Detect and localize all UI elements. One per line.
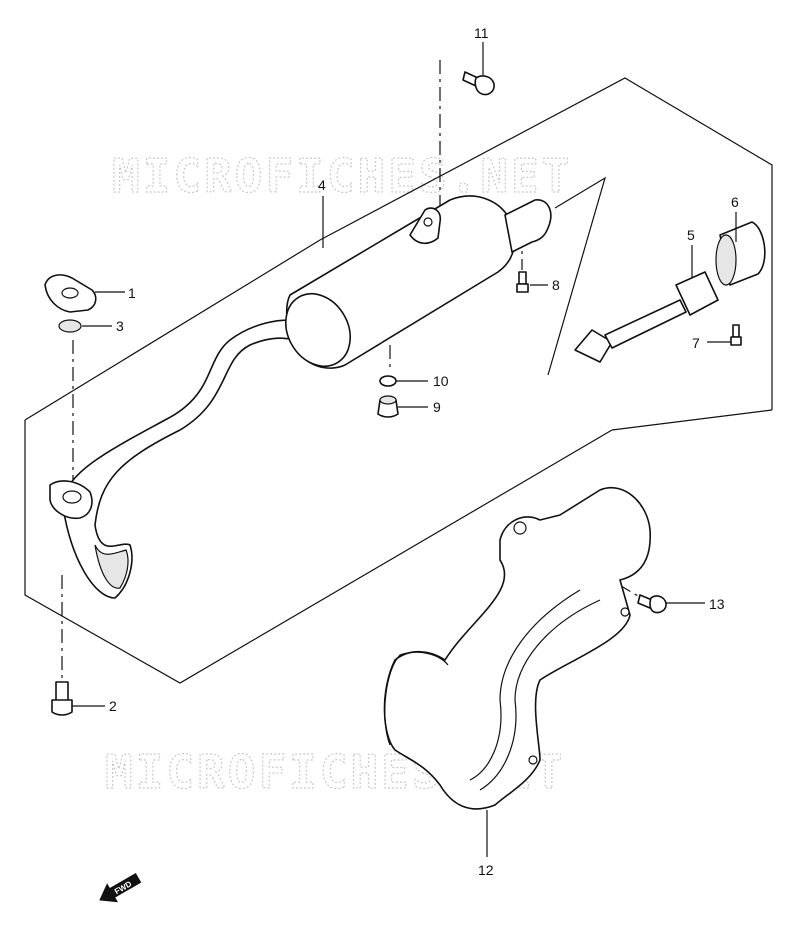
callout-8: 8 <box>552 277 560 293</box>
callout-12: 12 <box>478 862 494 878</box>
callout-5: 5 <box>687 227 695 243</box>
watermark-top: MICROFICHES.NET <box>112 149 572 203</box>
callout-9: 9 <box>433 399 441 415</box>
bolt-part <box>51 681 73 716</box>
screw-part <box>730 324 742 346</box>
callout-11: 11 <box>474 25 489 41</box>
callout-4: 4 <box>318 177 326 193</box>
gasket-part <box>44 274 97 313</box>
ring-part <box>379 375 397 387</box>
callout-6: 6 <box>731 194 739 210</box>
callout-7: 7 <box>692 335 700 351</box>
bolt-small-part <box>516 271 529 293</box>
leader-lines <box>72 42 737 857</box>
bolt-shield-part <box>637 594 667 614</box>
bolt-top-part <box>462 71 495 96</box>
heat-shield-part <box>383 487 651 810</box>
assembly-outline <box>24 77 773 684</box>
washer-part <box>58 319 82 333</box>
cap-part <box>377 395 399 418</box>
callout-13: 13 <box>709 596 725 612</box>
end-cap-part <box>715 221 766 286</box>
callout-1: 1 <box>128 285 136 301</box>
callout-labels: 1 2 3 4 5 6 7 8 9 10 11 12 13 <box>109 25 739 878</box>
callout-10: 10 <box>433 373 449 389</box>
callout-3: 3 <box>116 318 124 334</box>
callout-2: 2 <box>109 698 117 714</box>
spark-arrester-part <box>574 271 719 363</box>
fwd-arrow-icon: FWD <box>99 872 142 903</box>
muffler-assembly <box>49 195 552 599</box>
